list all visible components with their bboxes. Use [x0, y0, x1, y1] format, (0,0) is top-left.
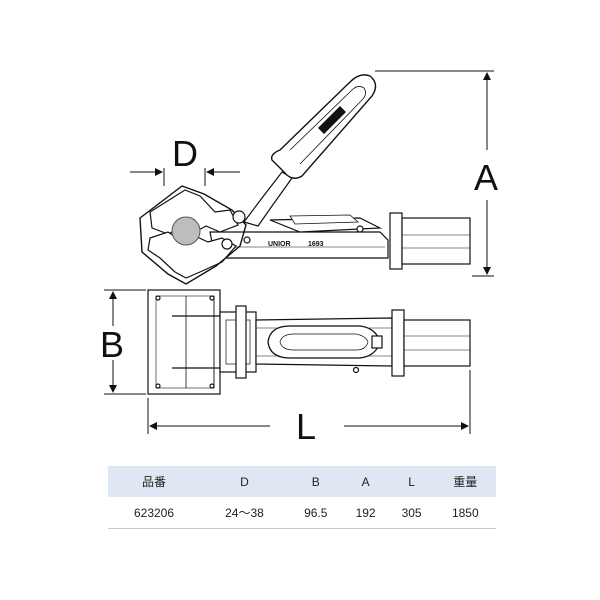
tool-technical-drawing: UNIOR 1693 D A	[100, 70, 498, 447]
side-view	[139, 74, 471, 285]
dimension-label-D: D	[172, 133, 198, 174]
dimension-L	[147, 370, 471, 434]
dimension-B	[104, 289, 146, 395]
cell-weight: 1850	[434, 497, 496, 529]
cell-part-number: 623206	[108, 497, 200, 529]
cell-D: 24～38	[200, 497, 289, 529]
top-clamp-box	[391, 309, 405, 377]
top-tube	[403, 319, 471, 367]
dimension-label-B: B	[100, 324, 124, 365]
cell-L: 305	[388, 497, 435, 529]
header-A: A	[342, 466, 389, 497]
header-B: B	[288, 466, 343, 497]
header-part-number: 品番	[108, 466, 200, 497]
dimension-label-L: L	[296, 406, 316, 447]
side-clamp-box	[389, 212, 403, 270]
header-weight: 重量	[434, 466, 496, 497]
header-D: D	[200, 466, 289, 497]
cell-B: 96.5	[288, 497, 343, 529]
model-number: 1693	[308, 241, 324, 248]
spec-table: 品番 D B A L 重量 623206 24～38 96.5 192 305 …	[108, 466, 496, 529]
dimension-A	[375, 70, 494, 277]
top-plate	[147, 289, 221, 395]
header-L: L	[388, 466, 435, 497]
table-row: 623206 24～38 96.5 192 305 1850	[108, 497, 496, 529]
side-ball	[171, 216, 201, 246]
spec-table-header-row: 品番 D B A L 重量	[108, 466, 496, 497]
dimension-label-A: A	[474, 157, 498, 198]
dimension-D	[130, 168, 240, 186]
cell-A: 192	[342, 497, 389, 529]
brand-mark: UNIOR	[268, 241, 291, 248]
side-lever-neck	[242, 171, 293, 227]
top-handle	[267, 325, 381, 359]
side-body	[209, 231, 389, 259]
side-tube	[401, 217, 471, 265]
top-view	[147, 289, 471, 395]
